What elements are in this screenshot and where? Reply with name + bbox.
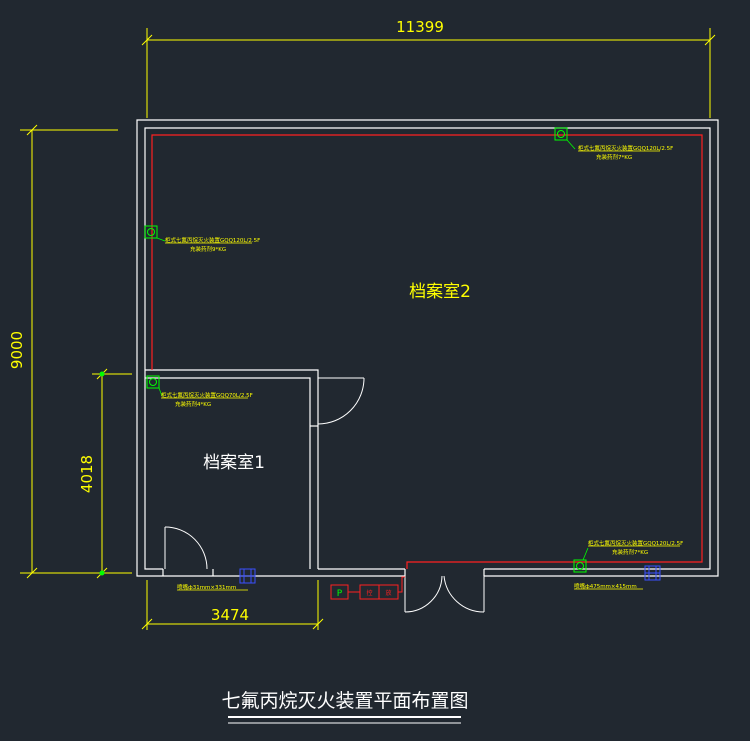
main-entrance-double-door [404,575,485,613]
device-top-right-line1: 柜式七氟丙烷灭火装置GQQ120L/2.5F [578,144,673,152]
fire-piping [151,134,703,569]
device-left-mid-line1: 柜式七氟丙烷灭火装置GQQ120L/2.5F [165,236,260,244]
overall-width-dimension [141,28,716,118]
device-symbol-room1 [146,375,163,397]
device-left-mid-line2: 充装药剂9*KG [190,245,226,253]
overall-width-label: 11399 [396,18,444,36]
room1-label: 档案室1 [203,453,265,473]
nozzle-room2-label: 喷嘴ф475mm×415mm [574,582,637,590]
room1-depth-markers [99,371,105,576]
control-panel-p-label: P [337,589,343,599]
device-symbol-left-mid [144,225,166,242]
overall-depth-label: 9000 [8,331,26,369]
device-bottom-right-line2: 充装药剂7*KG [612,548,648,556]
room1-depth-label: 4018 [78,455,96,493]
control-panel-unit2-label: 放 [385,589,391,597]
device-top-right-line2: 充装药剂7*KG [596,153,632,161]
room2-label: 档案室2 [409,282,471,302]
drawing-title: 七氟丙烷灭火装置平面布置图 [221,690,468,712]
room1-width-dimension [141,580,324,630]
nozzle-room1-icon [239,568,256,584]
device-room1-line1: 柜式七氟丙烷灭火装置GQQ70L/2.5F [161,391,253,399]
walls [136,119,719,577]
room1-partition-door [317,377,365,425]
control-panel [330,576,405,600]
device-bottom-right-line1: 柜式七氟丙烷灭火装置GQQ120L/2.5F [588,539,683,547]
device-symbol-bottom-right [573,547,589,573]
room1-depth-dimension [92,368,132,579]
room1-entry-door [164,526,208,570]
device-room1-line2: 充装药剂4*KG [175,400,211,408]
nozzle-room2-icon [644,565,661,581]
nozzle-room1-label: 喷嘴ф31mm×331mm [177,583,236,591]
device-symbol-top-right [554,127,576,150]
room1-width-label: 3474 [211,606,249,624]
control-panel-unit1-label: 控 [366,589,372,597]
overall-depth-dimension [20,124,118,579]
